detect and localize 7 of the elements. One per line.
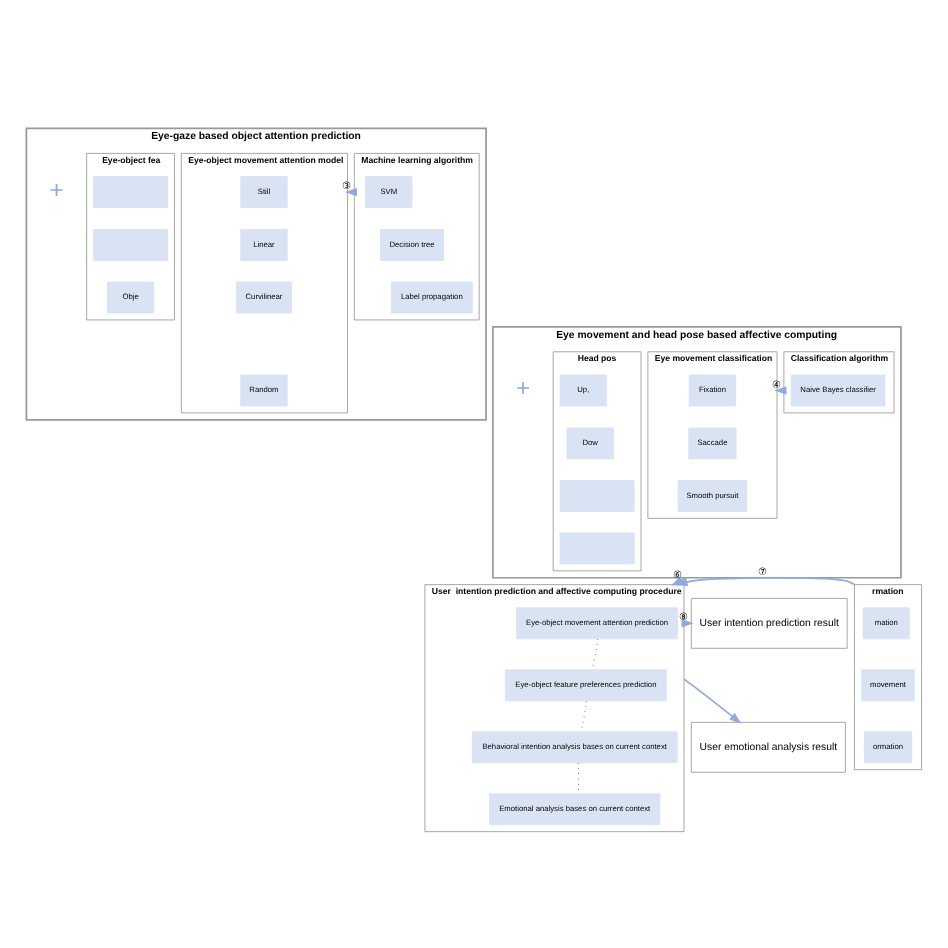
arrow [683, 677, 742, 723]
label: + [516, 373, 531, 402]
node-box [93, 175, 168, 208]
label: + [49, 175, 64, 204]
node-box [93, 228, 168, 260]
node-box [559, 531, 635, 564]
node-box [559, 479, 635, 511]
